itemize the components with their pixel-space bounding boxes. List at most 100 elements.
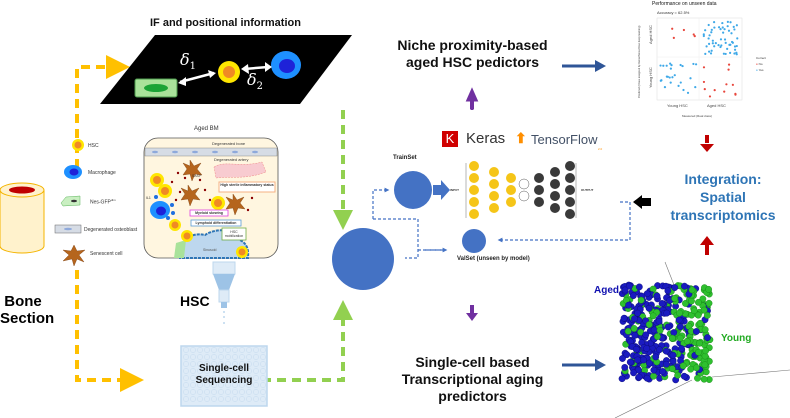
nn-node: [550, 203, 560, 213]
nn-node: [506, 185, 516, 195]
plate-well: [239, 347, 245, 353]
plate-well: [232, 396, 238, 402]
transcriptional-predictor-title: Single-cell based Transcriptional aging …: [375, 354, 570, 405]
integration-line1: Integration:: [684, 171, 762, 187]
scatter-point: [736, 37, 739, 40]
scatter-point: [724, 52, 727, 56]
scatter-point: [679, 81, 682, 84]
plate-well: [239, 361, 245, 367]
delta2-label: δ2: [247, 70, 263, 92]
plate-well: [211, 389, 217, 395]
plate-well: [197, 396, 203, 402]
nn-node: [506, 173, 516, 183]
aged-cell-point: [630, 369, 637, 377]
scatter-point: [703, 87, 706, 91]
plate-well: [190, 368, 196, 374]
scatter-point: [730, 32, 733, 35]
scatter-point: [721, 26, 724, 29]
trainset-circle: [394, 171, 432, 209]
scatter-point: [665, 64, 668, 67]
scatter-point: [693, 34, 696, 38]
degenerated-artery-label: Degenerated artery: [214, 157, 249, 162]
scatter-point: [668, 76, 671, 79]
plate-well: [239, 368, 245, 374]
degenerated-bone-label: Degenerated bone: [212, 141, 246, 146]
scatter-point: [702, 33, 705, 36]
scatter-point: [679, 63, 682, 67]
legend-yes-label: Yes: [758, 68, 764, 72]
aged-bm-niche-illustration: [143, 137, 279, 259]
young-cell-point: [668, 334, 676, 342]
young-cell-point: [696, 319, 704, 327]
young-cell-point: [705, 299, 713, 307]
plate-well: [225, 361, 231, 367]
legend-no-dot: ●: [756, 62, 758, 66]
scatter-point: [710, 28, 713, 31]
scatter-point: [712, 20, 716, 24]
aged-cell-point: [658, 300, 666, 307]
plate-well: [204, 361, 210, 367]
aged-cell-point: [643, 345, 651, 352]
umap-3d-plot: [618, 281, 714, 384]
nn-node: [565, 185, 575, 195]
young-cell-point: [702, 347, 709, 355]
plate-well: [218, 382, 224, 388]
scatter-point: [727, 29, 731, 32]
scatter-point: [733, 45, 737, 48]
plate-well: [225, 375, 231, 381]
scatter-point: [722, 31, 725, 34]
plate-well: [253, 396, 259, 402]
delta1-symbol: δ: [180, 50, 190, 69]
plate-well: [197, 382, 203, 388]
aged-cell-point: [662, 347, 670, 355]
lymphoid-label: Lymphoid differentiation: [195, 221, 237, 225]
scatter-point: [707, 37, 710, 40]
plate-well: [225, 382, 231, 388]
plate-well: [204, 368, 210, 374]
plate-well: [246, 396, 252, 402]
aged-cell-point: [669, 351, 677, 359]
nn-node: [565, 161, 575, 171]
transcriptional-line2: Transcriptional aging: [401, 371, 544, 387]
nn-node: [550, 179, 560, 189]
aged-cell-point: [632, 345, 640, 353]
hsc-sorting-funnel-icon: [212, 261, 236, 324]
plate-well: [190, 375, 196, 381]
scatter-point: [732, 25, 735, 28]
scatter-point: [677, 84, 680, 87]
scatter-point: [719, 28, 722, 31]
plate-well: [183, 375, 189, 381]
chart-subtitle: Accuracy = 62.5%: [657, 10, 690, 15]
plate-well: [232, 382, 238, 388]
scatter-point: [707, 42, 711, 45]
nn-node: [489, 167, 499, 177]
y-tick-aged: Aged HSC: [648, 25, 653, 44]
aged-cell-point: [680, 372, 688, 380]
plate-well: [253, 354, 259, 360]
scatter-point: [671, 27, 674, 30]
aged-cell-point: [620, 314, 628, 322]
aged-cell-point: [655, 317, 663, 325]
scatter-point: [692, 62, 695, 66]
plate-well: [218, 347, 224, 353]
scatter-point: [710, 31, 713, 34]
aged-cell-point: [619, 355, 626, 362]
plate-well: [239, 375, 245, 381]
valset-label: ValSet (unseen by model): [457, 256, 530, 262]
young-cell-point: [674, 371, 682, 379]
plate-well: [197, 347, 203, 353]
plate-well: [183, 396, 189, 402]
plate-well: [218, 396, 224, 402]
legend-icons: [54, 139, 86, 267]
plate-well: [183, 347, 189, 353]
plate-well: [218, 354, 224, 360]
red-arrow-up: [700, 236, 714, 245]
nn-node: [489, 203, 499, 213]
aged-cell-point: [640, 356, 647, 364]
sequencing-line1: Single-cell: [198, 363, 249, 374]
nn-node: [506, 197, 516, 207]
nn-node: [565, 197, 575, 207]
umap-aged-label: Aged: [594, 285, 619, 296]
scatter-point: [708, 95, 712, 98]
scatter-point: [723, 38, 727, 41]
